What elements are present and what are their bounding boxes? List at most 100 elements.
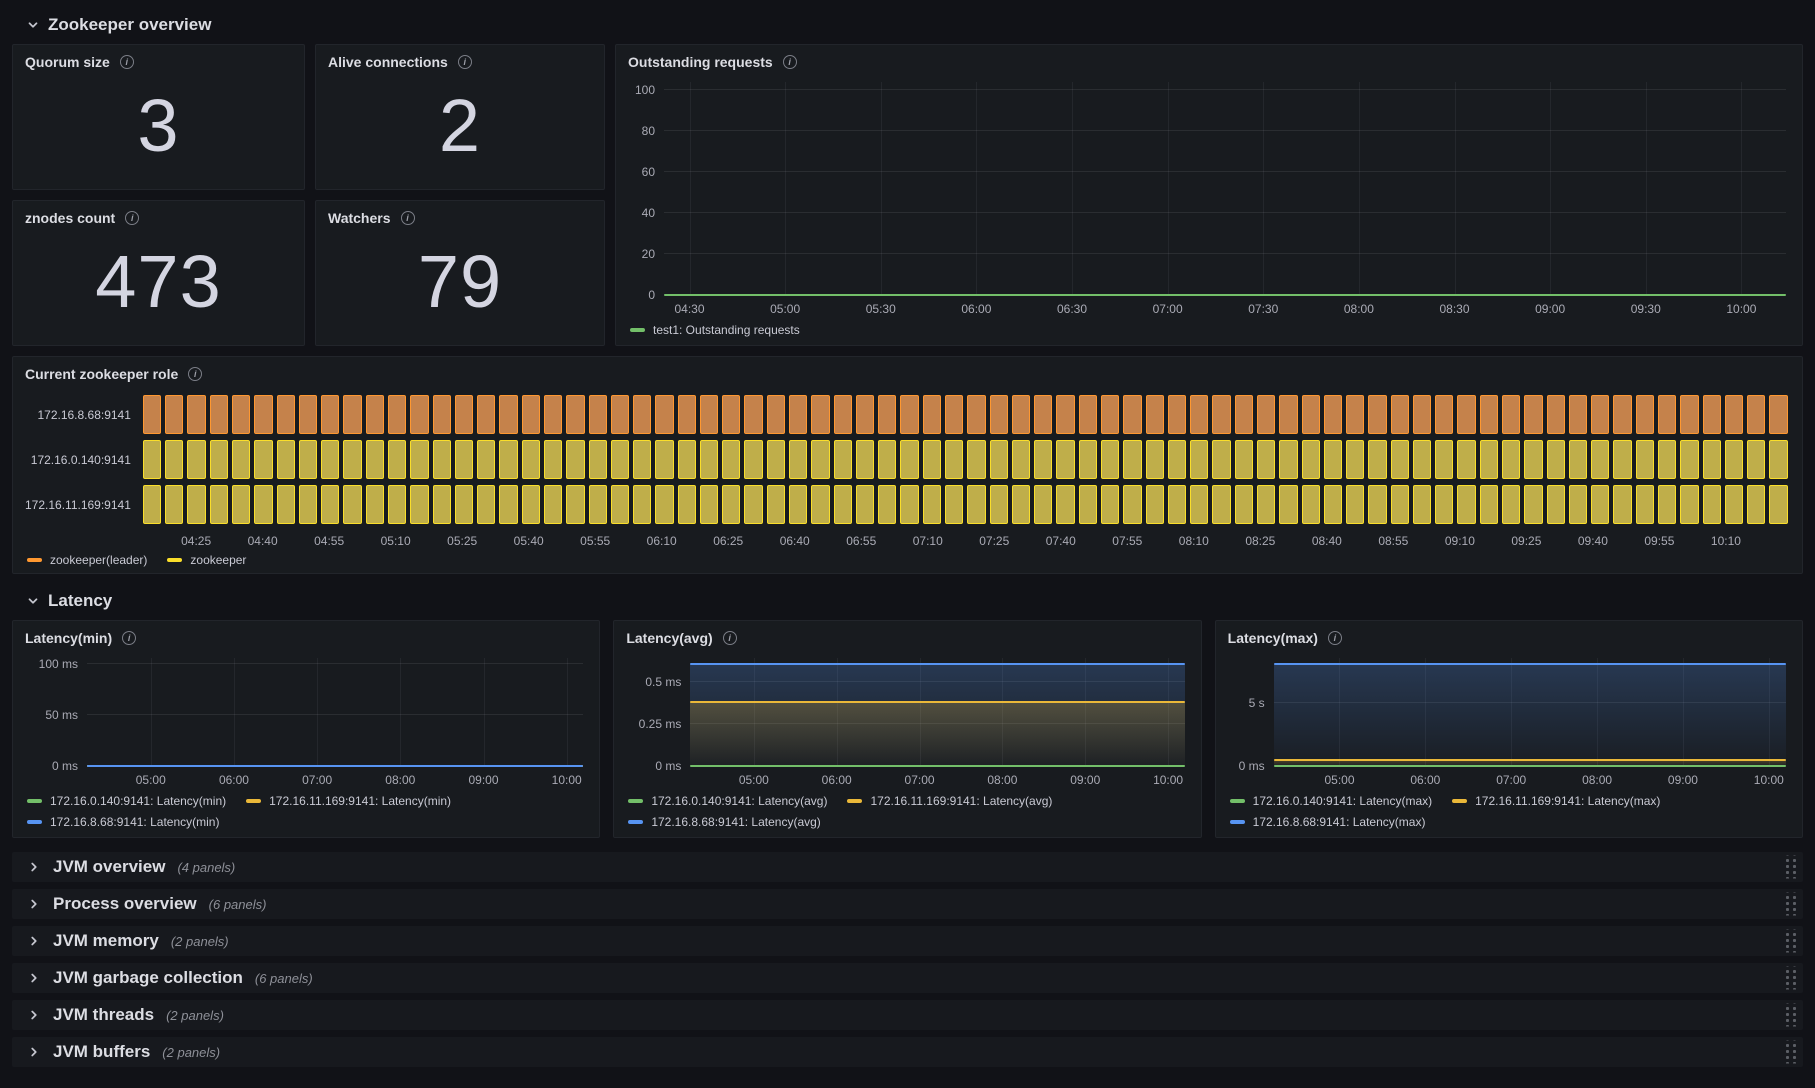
drag-handle-icon[interactable] bbox=[1783, 929, 1796, 953]
panel-title[interactable]: Current zookeeper role bbox=[25, 366, 179, 382]
timeline-row[interactable] bbox=[142, 395, 1788, 434]
state-bar bbox=[1769, 485, 1788, 524]
state-bar bbox=[187, 485, 206, 524]
x-axis-tick-label: 07:25 bbox=[979, 534, 1010, 548]
info-icon[interactable]: i bbox=[119, 55, 134, 69]
legend-item[interactable]: test1: Outstanding requests bbox=[630, 323, 800, 337]
legend-swatch-icon bbox=[847, 799, 863, 803]
chart-plot-area[interactable] bbox=[690, 658, 1185, 767]
state-bar bbox=[1368, 485, 1387, 524]
row-toggle-zookeeper-overview[interactable]: Zookeeper overview bbox=[12, 12, 1803, 38]
info-icon[interactable]: i bbox=[1327, 631, 1342, 645]
info-icon[interactable]: i bbox=[400, 211, 415, 225]
y-axis-tick-label: 0 bbox=[648, 288, 655, 302]
legend-item[interactable]: 172.16.11.169:9141: Latency(min) bbox=[246, 794, 451, 808]
info-icon[interactable]: i bbox=[457, 55, 472, 69]
state-bar bbox=[1724, 395, 1744, 434]
panel-title[interactable]: Latency(max) bbox=[1227, 630, 1318, 646]
legend-item[interactable]: 172.16.11.169:9141: Latency(max) bbox=[1452, 794, 1660, 808]
x-axis-tick-label: 06:00 bbox=[961, 302, 992, 316]
state-bar bbox=[165, 485, 184, 524]
row-toggle-jvm-overview[interactable]: JVM overview (4 panels) bbox=[12, 852, 1803, 882]
legend-item[interactable]: 172.16.0.140:9141: Latency(min) bbox=[27, 794, 226, 808]
row-toggle-jvm-buffers[interactable]: JVM buffers (2 panels) bbox=[12, 1037, 1803, 1067]
panel-title[interactable]: Latency(avg) bbox=[626, 630, 713, 646]
panel-title[interactable]: Quorum size bbox=[25, 54, 110, 70]
legend-item[interactable]: 172.16.11.169:9141: Latency(avg) bbox=[847, 794, 1052, 808]
row-toggle-latency[interactable]: Latency bbox=[12, 588, 1803, 614]
legend-item[interactable]: 172.16.8.68:9141: Latency(max) bbox=[1229, 815, 1425, 829]
panel-title[interactable]: Latency(min) bbox=[25, 630, 113, 646]
state-bar bbox=[766, 485, 786, 524]
panel-title[interactable]: Outstanding requests bbox=[628, 54, 773, 70]
legend-item[interactable]: zookeeper(leader) bbox=[27, 553, 147, 567]
info-icon[interactable]: i bbox=[782, 55, 797, 69]
info-icon[interactable]: i bbox=[722, 631, 737, 645]
x-axis-tick-label: 08:55 bbox=[1378, 534, 1409, 548]
state-bar bbox=[454, 485, 474, 524]
state-bar bbox=[633, 440, 652, 479]
v-gridline bbox=[566, 658, 568, 766]
v-gridline bbox=[1768, 658, 1770, 766]
state-bar bbox=[744, 485, 763, 524]
panel-title[interactable]: znodes count bbox=[25, 210, 116, 226]
x-axis-tick-label: 07:00 bbox=[302, 773, 333, 787]
legend-label: 172.16.11.169:9141: Latency(avg) bbox=[870, 794, 1053, 808]
series-line bbox=[1273, 663, 1786, 666]
state-bar bbox=[1279, 485, 1298, 524]
x-axis-tick-label: 09:55 bbox=[1644, 534, 1675, 548]
y-axis-tick-label: 100 ms bbox=[38, 657, 78, 672]
state-bar bbox=[900, 440, 919, 479]
legend-item[interactable]: 172.16.8.68:9141: Latency(avg) bbox=[628, 815, 821, 829]
state-bar bbox=[1190, 440, 1209, 479]
state-bar bbox=[1167, 485, 1187, 524]
timeline-row[interactable] bbox=[142, 440, 1788, 479]
legend-item[interactable]: 172.16.0.140:9141: Latency(max) bbox=[1229, 794, 1432, 808]
state-bar bbox=[855, 485, 875, 524]
legend-item[interactable]: 172.16.0.140:9141: Latency(avg) bbox=[628, 794, 827, 808]
state-bar bbox=[387, 395, 407, 434]
h-gridline bbox=[1273, 702, 1786, 704]
state-bar bbox=[209, 485, 229, 524]
state-bar bbox=[1702, 485, 1721, 524]
drag-handle-icon[interactable] bbox=[1783, 966, 1796, 990]
info-icon[interactable]: i bbox=[188, 367, 203, 381]
legend-label: 172.16.0.140:9141: Latency(min) bbox=[50, 794, 227, 808]
state-bar bbox=[833, 440, 852, 479]
state-bar bbox=[1658, 440, 1677, 479]
state-bar bbox=[1011, 440, 1031, 479]
x-axis-tick-label: 04:55 bbox=[314, 534, 345, 548]
timeline-row[interactable] bbox=[142, 485, 1788, 524]
drag-handle-icon[interactable] bbox=[1783, 855, 1796, 879]
x-axis-tick-label: 10:10 bbox=[1710, 534, 1741, 548]
panel-title[interactable]: Watchers bbox=[328, 210, 391, 226]
info-icon[interactable]: i bbox=[125, 211, 140, 225]
state-bar bbox=[1011, 395, 1031, 434]
chart-plot-area[interactable] bbox=[664, 82, 1786, 296]
legend-swatch-icon bbox=[27, 558, 42, 562]
row-toggle-jvm-garbage-collection[interactable]: JVM garbage collection (6 panels) bbox=[12, 963, 1803, 993]
state-bar bbox=[922, 395, 942, 434]
drag-handle-icon[interactable] bbox=[1783, 1040, 1796, 1064]
row-title: JVM buffers bbox=[53, 1042, 151, 1061]
state-bar bbox=[989, 485, 1008, 524]
info-icon[interactable]: i bbox=[122, 631, 137, 645]
chart-legend: 172.16.0.140:9141: Latency(min) 172.16.11… bbox=[25, 788, 583, 829]
series-fill bbox=[690, 663, 1185, 766]
drag-handle-icon[interactable] bbox=[1783, 1003, 1796, 1027]
state-bar bbox=[1145, 485, 1164, 524]
drag-handle-icon[interactable] bbox=[1783, 892, 1796, 916]
x-axis-tick-label: 08:40 bbox=[1311, 534, 1342, 548]
legend-item[interactable]: zookeeper bbox=[167, 553, 246, 567]
row-toggle-jvm-threads[interactable]: JVM threads (2 panels) bbox=[12, 1000, 1803, 1030]
chart-plot-area[interactable] bbox=[1273, 658, 1786, 767]
state-bar bbox=[922, 485, 942, 524]
chart-plot-area[interactable] bbox=[87, 658, 584, 767]
panel-title[interactable]: Alive connections bbox=[328, 54, 448, 70]
row-toggle-jvm-memory[interactable]: JVM memory (2 panels) bbox=[12, 926, 1803, 956]
legend-item[interactable]: 172.16.8.68:9141: Latency(min) bbox=[27, 815, 219, 829]
row-toggle-process-overview[interactable]: Process overview (6 panels) bbox=[12, 889, 1803, 919]
state-bar bbox=[365, 395, 384, 434]
